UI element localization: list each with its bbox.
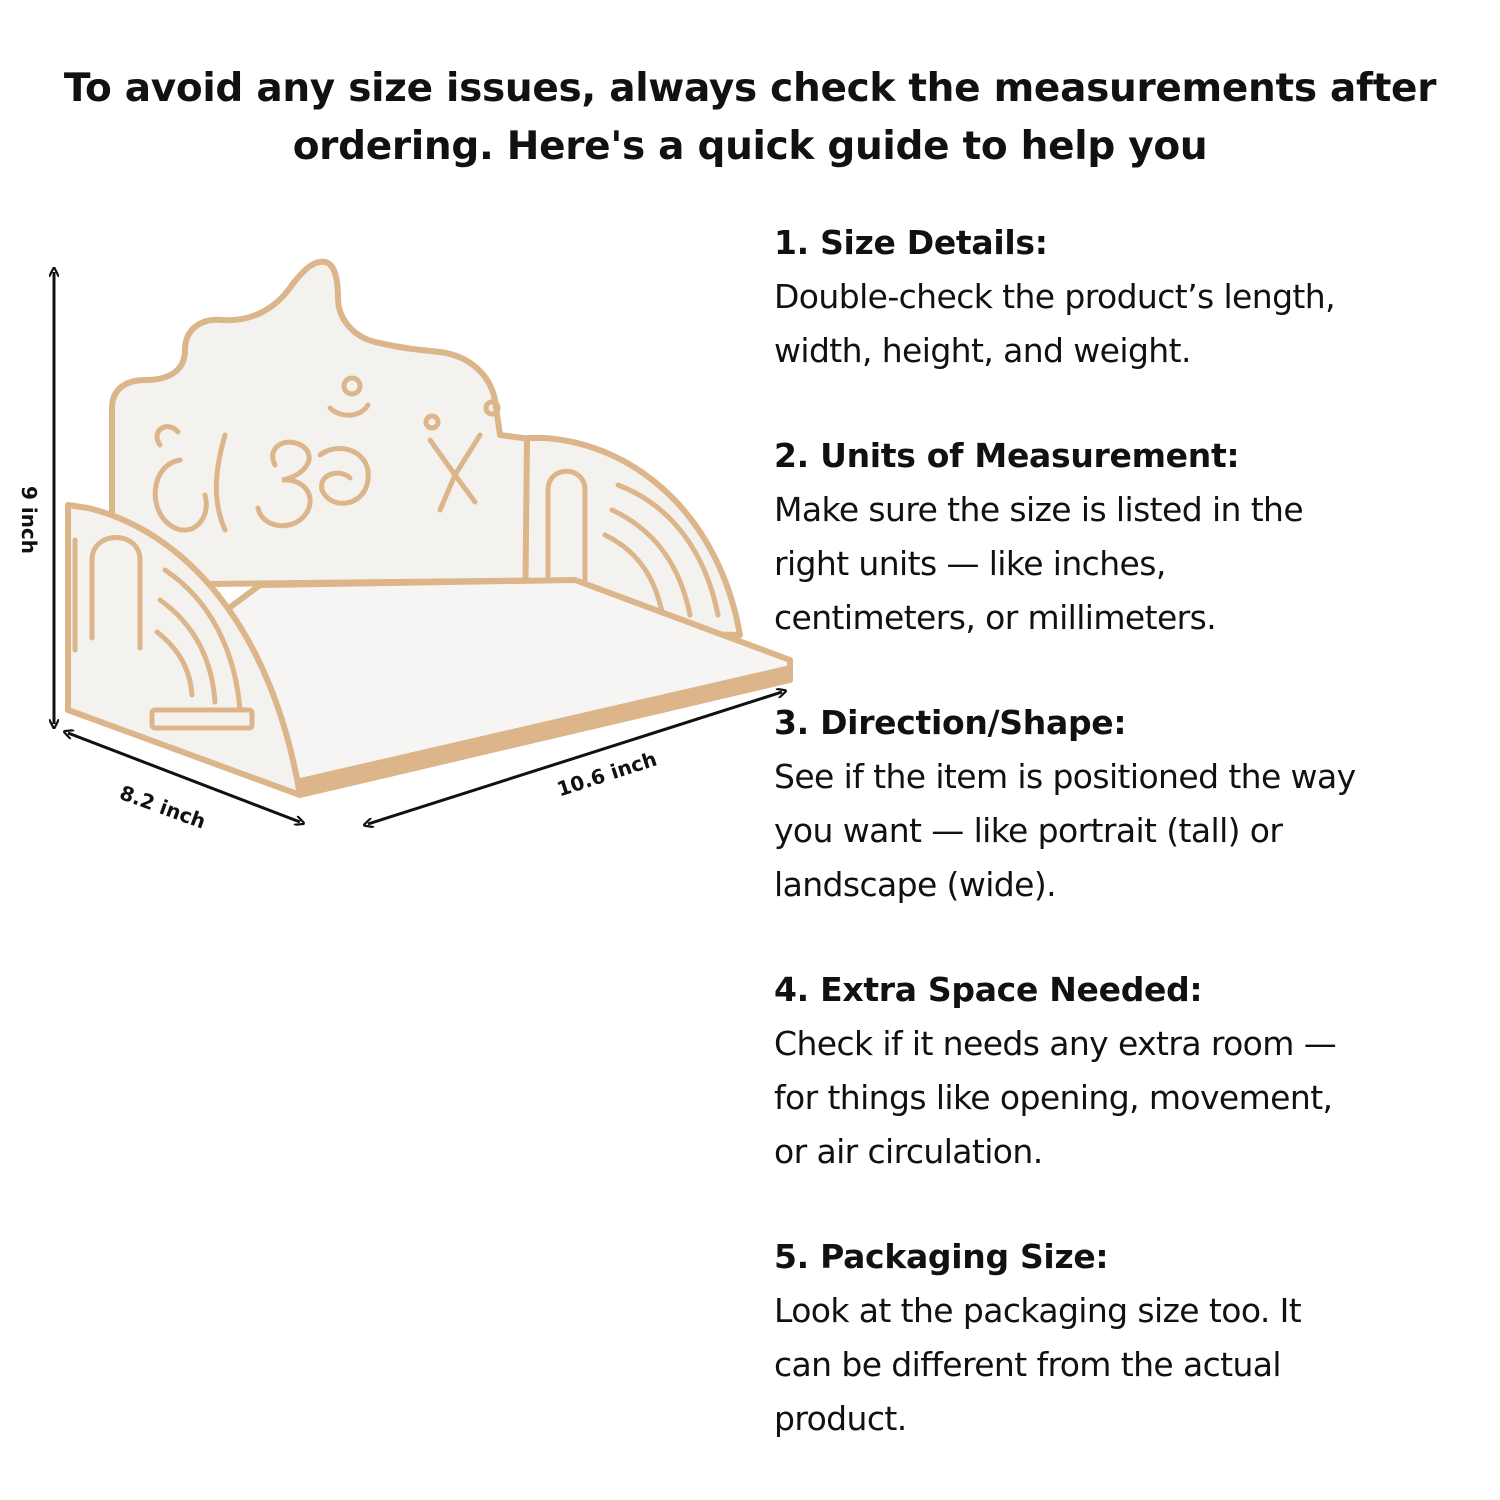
headline-line-1: To avoid any size issues, always check t… (63, 66, 1437, 111)
tip-text: centimeters, or millimeters. (774, 598, 1217, 637)
tip-title: 4. Extra Space Needed: (774, 970, 1203, 1009)
tip-size-details: 1. Size Details: Double-check the produc… (774, 216, 1474, 378)
kalash-cutout (152, 424, 228, 533)
tip-text: Check if it needs any extra room — (774, 1024, 1337, 1063)
tip-units-of-measurement: 2. Units of Measurement: Make sure the s… (774, 429, 1474, 645)
width-arrow (368, 692, 782, 824)
back-panel (109, 258, 578, 588)
tip-text: Make sure the size is listed in the (774, 490, 1304, 529)
tip-title: 3. Direction/Shape: (774, 703, 1127, 742)
tip-text: See if the item is positioned the way (774, 757, 1356, 796)
page-headline: To avoid any size issues, always check t… (40, 60, 1460, 176)
depth-arrow (68, 733, 300, 822)
tip-packaging-size: 5. Packaging Size: Look at the packaging… (774, 1230, 1474, 1446)
tip-text: or air circulation. (774, 1132, 1043, 1171)
swastika-cutout (423, 399, 501, 513)
wall-shelf-temple-illustration (0, 258, 793, 860)
om-cutout (255, 375, 371, 529)
tip-text: for things like opening, movement, (774, 1078, 1333, 1117)
tip-title: 1. Size Details: (774, 223, 1048, 262)
height-label: 9 inch (17, 485, 42, 555)
tip-text: you want — like portrait (tall) or (774, 811, 1283, 850)
tip-text: Double-check the product’s length, (774, 277, 1336, 316)
size-guide-tips: 1. Size Details: Double-check the produc… (774, 216, 1474, 1497)
tip-extra-space-needed: 4. Extra Space Needed: Check if it needs… (774, 963, 1474, 1179)
right-panel-arch-cutouts (545, 468, 721, 618)
tip-text: right units — like inches, (774, 544, 1166, 583)
tip-text: Look at the packaging size too. It (774, 1291, 1302, 1330)
tip-direction-shape: 3. Direction/Shape: See if the item is p… (774, 696, 1474, 912)
product-dimension-figure: 9 inch 8.2 inch 10.6 inch (0, 240, 800, 860)
tip-text: landscape (wide). (774, 865, 1057, 904)
tip-text: width, height, and weight. (774, 331, 1191, 370)
tip-text: can be different from the actual (774, 1345, 1282, 1384)
tip-title: 5. Packaging Size: (774, 1237, 1109, 1276)
headline-line-2: ordering. Here's a quick guide to help y… (292, 124, 1208, 169)
tip-text: product. (774, 1399, 907, 1438)
left-panel-arch-cutouts (72, 535, 255, 731)
tip-title: 2. Units of Measurement: (774, 436, 1240, 475)
